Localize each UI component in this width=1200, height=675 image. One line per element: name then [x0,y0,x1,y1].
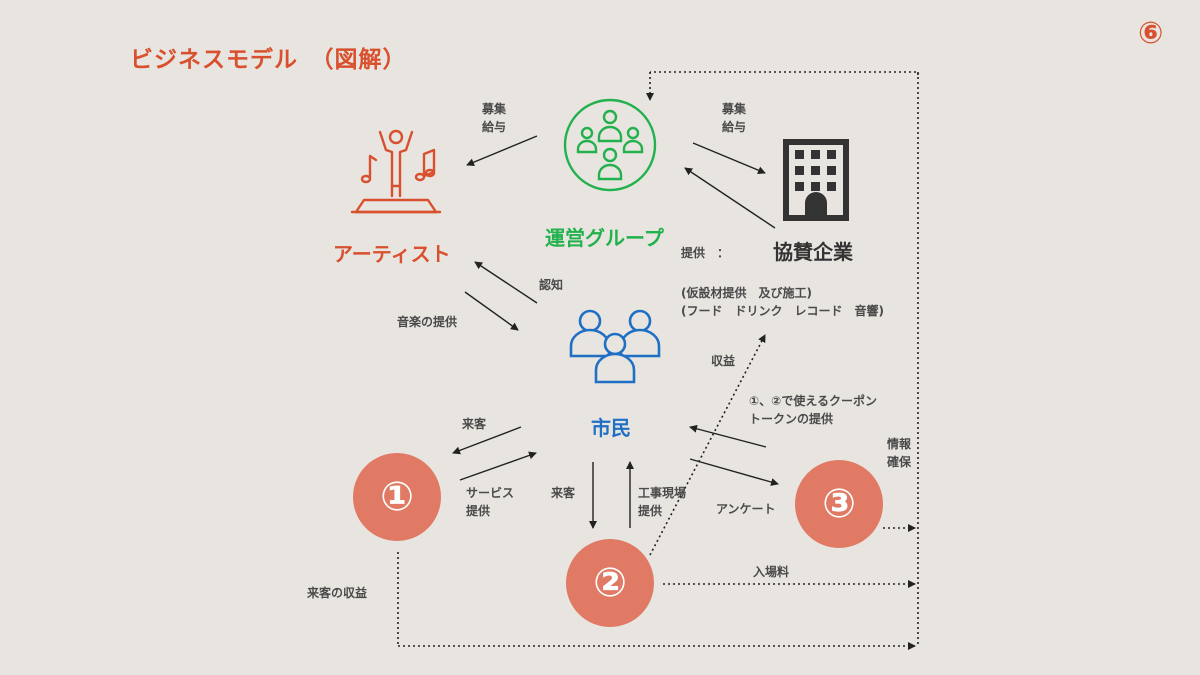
edge-label-coupon: ①、②で使えるクーポントークンの提供 [749,394,877,426]
edge-label-recruit-sponsor: 募集給与 [722,102,747,134]
edge-label-visitor-revenue: 来客の収益 [307,586,368,600]
edge-label-service: サービス提供 [466,486,515,518]
service-circle-1: ① [353,453,441,541]
edge-label-provision: 提供 ： [681,246,730,260]
sponsor-label: 協賛企業 [773,240,853,264]
edge-label-admission: 入場料 [753,565,790,579]
edge-label-visitors-1: 来客 [462,417,487,431]
edge-label-site: 工事現場提供 [638,486,687,518]
dotted-arrow-revenue [649,334,766,556]
arrow-sponsor-to-organizer [684,167,776,229]
arrow-citizens-to-circle3 [689,458,779,486]
arrow-organizer-to-artist [466,135,538,167]
edge-label-recognition: 認知 [539,278,564,292]
building-icon [783,139,849,221]
edge-label-revenue: 収益 [711,354,736,368]
service-circle-2: ② [566,539,654,627]
arrow-organizer-to-sponsor [692,142,766,174]
citizens-label: 市民 [591,416,631,440]
arrow-circle3-to-citizens [689,424,767,448]
group-icon [563,98,657,192]
slide-title: ビジネスモデル （図解） [130,47,407,73]
dotted-return-top [650,71,919,75]
arrow-citizens-to-circle1 [452,426,522,455]
slide-number: ⑥ [1138,16,1164,51]
edge-label-visitors-2: 来客 [551,486,576,500]
performer-icon [350,129,442,214]
arrow-circle1-to-citizens [459,451,537,481]
arrow-citizens-to-artist [474,261,538,304]
edge-label-recruit-artist: 募集給与 [482,102,507,134]
organizer-label: 運営グループ [545,226,664,250]
edge-label-survey: アンケート [716,502,776,516]
edge-label-music: 音楽の提供 [397,315,458,329]
edge-label-info: 情報確保 [887,437,912,469]
service-circle-3: ③ [795,460,883,548]
people-icon [569,309,661,384]
arrow-artist-to-citizens [464,291,519,331]
artist-label: アーティスト [333,242,451,266]
provision-items: (仮設材提供 及び施工)(フード ドリンク レコード 音響) [681,286,884,318]
